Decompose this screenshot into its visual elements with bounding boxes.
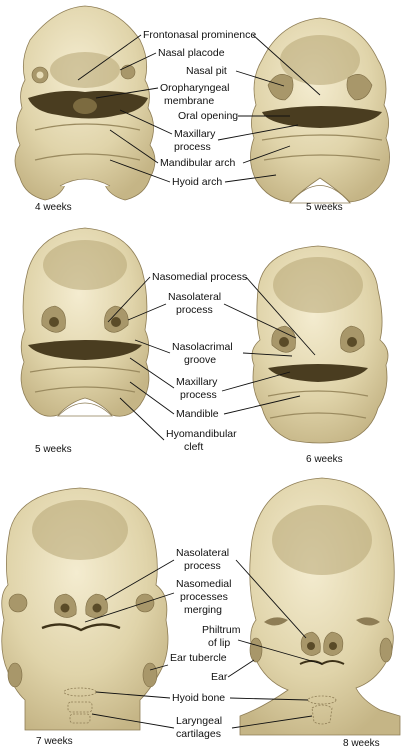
embryo-8-weeks — [239, 477, 401, 736]
label-merging: merging — [184, 604, 222, 616]
panel-4-age: 6 weeks — [306, 454, 343, 465]
label-groove: groove — [184, 354, 216, 366]
label-nasal-pit: Nasal pit — [186, 65, 227, 77]
label-nasolateral-2: Nasolateral — [176, 547, 229, 559]
label-maxillary-2: Maxillary — [176, 376, 218, 388]
label-oral-opening: Oral opening — [178, 110, 238, 122]
label-frontonasal-prominence: Frontonasal prominence — [143, 29, 256, 41]
embryo-7-weeks — [1, 487, 169, 731]
label-process-2: process — [176, 304, 213, 316]
label-cartilages: cartilages — [176, 728, 221, 740]
label-nasolacrimal: Nasolacrimal — [172, 341, 233, 353]
label-cleft: cleft — [184, 441, 203, 453]
label-process-4: process — [184, 560, 221, 572]
panel-2-age: 5 weeks — [306, 202, 343, 213]
label-mandible: Mandible — [176, 408, 219, 420]
label-ear: Ear — [211, 671, 228, 683]
label-philtrum: Philtrum — [202, 624, 241, 636]
label-ear-tubercle: Ear tubercle — [170, 652, 227, 664]
label-of-lip: of lip — [208, 637, 230, 649]
label-hyoid-arch: Hyoid arch — [172, 176, 222, 188]
label-mandibular-arch: Mandibular arch — [160, 157, 235, 169]
label-hyoid-bone: Hyoid bone — [172, 692, 225, 704]
row-2-labels: Nasomedial process Nasolateral process N… — [107, 271, 316, 453]
row-3-labels: Nasolateral process Nasomedial processes… — [84, 547, 323, 740]
label-nasolateral-1: Nasolateral — [168, 291, 221, 303]
embryo-5-weeks-b — [20, 227, 150, 417]
label-membrane: membrane — [164, 95, 214, 107]
panel-1-age: 4 weeks — [35, 202, 72, 213]
label-oropharyngeal: Oropharyngeal — [160, 82, 229, 94]
label-nasomedial: Nasomedial — [176, 578, 231, 590]
label-hyomandibular: Hyomandibular — [166, 428, 237, 440]
label-nasal-placode: Nasal placode — [158, 47, 225, 59]
row-1-labels: Frontonasal prominence Nasal placode Nas… — [77, 29, 321, 188]
label-processes: processes — [180, 591, 228, 603]
embryo-6-weeks — [251, 245, 389, 444]
panel-6-age: 8 weeks — [343, 738, 380, 749]
label-maxillary-1: Maxillary — [174, 128, 216, 140]
label-process-3: process — [180, 389, 217, 401]
embryo-4-weeks — [14, 5, 156, 201]
label-laryngeal: Laryngeal — [176, 715, 222, 727]
panel-3-age: 5 weeks — [35, 444, 72, 455]
label-nasomedial-process: Nasomedial process — [152, 271, 247, 283]
label-process-1: process — [174, 141, 211, 153]
panel-5-age: 7 weeks — [36, 736, 73, 747]
